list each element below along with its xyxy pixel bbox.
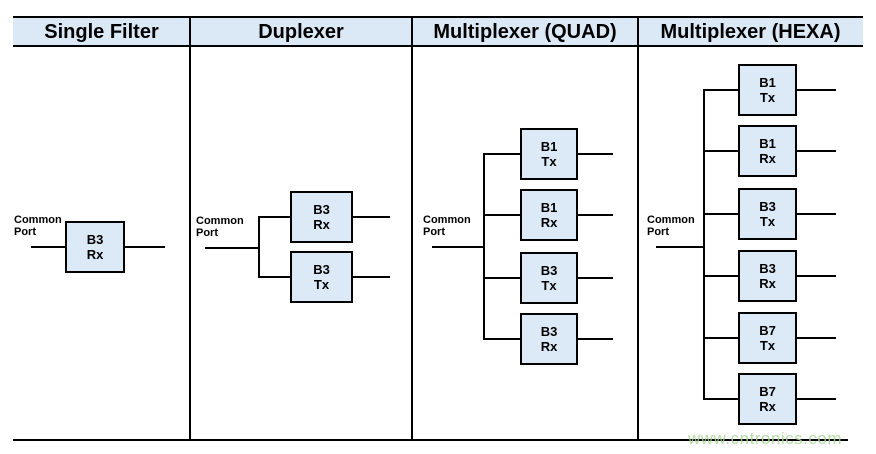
- common-port-label-line1: Common: [423, 214, 471, 226]
- common-port-label-line1: Common: [647, 214, 695, 226]
- output-port-line: [578, 153, 613, 155]
- output-port-line: [578, 277, 613, 279]
- output-port-line: [797, 398, 836, 400]
- branch-line: [485, 277, 520, 279]
- table-bottom-border: [13, 439, 848, 441]
- column-divider: [189, 16, 191, 441]
- column-divider: [637, 16, 639, 441]
- branch-line: [705, 398, 738, 400]
- branch-trunk-line: [258, 216, 260, 278]
- filter-band-label: B7: [759, 384, 776, 399]
- common-port-label-line2: Port: [14, 226, 36, 238]
- filter-path-label: Rx: [540, 339, 558, 354]
- branch-line: [485, 214, 520, 216]
- branch-line: [485, 153, 520, 155]
- filter-path-label: Tx: [541, 278, 557, 293]
- filter-path-label: Rx: [86, 247, 104, 262]
- filter-path-label: Tx: [759, 338, 776, 353]
- column-header-multiplexer-quad: Multiplexer (QUAD): [433, 21, 617, 43]
- branch-line: [705, 150, 738, 152]
- table-header-band: [13, 16, 863, 47]
- filter-band-label: B1: [759, 75, 776, 90]
- filter-band-label: B1: [540, 139, 558, 154]
- column-header-multiplexer-hexa: Multiplexer (HEXA): [660, 21, 841, 43]
- filter-band-label: B7: [759, 323, 776, 338]
- branch-line: [705, 89, 738, 91]
- filter-band-label: B3: [540, 324, 558, 339]
- common-port-label-line2: Port: [647, 226, 669, 238]
- output-port-line: [578, 338, 613, 340]
- branch-line: [260, 276, 290, 278]
- filter-band-label: B3: [759, 261, 776, 276]
- filter-path-label: Tx: [759, 90, 776, 105]
- output-port-line: [797, 89, 836, 91]
- filter-path-label: Tx: [313, 277, 330, 292]
- output-port-line: [353, 216, 390, 218]
- filter-band-label: B3: [313, 262, 330, 277]
- common-port-line: [31, 246, 65, 248]
- branch-line: [705, 337, 738, 339]
- common-port-label-line2: Port: [196, 227, 218, 239]
- filter-path-label: Rx: [759, 276, 776, 291]
- column-divider: [411, 16, 413, 441]
- output-port-line: [797, 337, 836, 339]
- filter-path-label: Rx: [759, 151, 776, 166]
- column-header-single-filter: Single Filter: [44, 21, 159, 43]
- common-port-line: [656, 246, 705, 248]
- common-port-label-line1: Common: [14, 214, 62, 226]
- branch-trunk-line: [483, 153, 485, 340]
- common-port-line: [205, 247, 260, 249]
- output-port-line: [797, 275, 836, 277]
- filter-path-label: Tx: [759, 214, 776, 229]
- column-header-duplexer: Duplexer: [258, 21, 344, 43]
- watermark: www.cntronics.com: [688, 429, 842, 448]
- filter-band-label: B1: [759, 136, 776, 151]
- filter-path-label: Rx: [759, 399, 776, 414]
- filter-band-label: B3: [540, 263, 558, 278]
- output-port-line: [353, 276, 390, 278]
- output-port-line: [797, 213, 836, 215]
- filter-path-label: Rx: [313, 217, 330, 232]
- filter-path-label: Tx: [541, 154, 557, 169]
- filter-band-label: B3: [313, 202, 330, 217]
- output-port-line: [797, 150, 836, 152]
- filter-band-label: B3: [759, 199, 776, 214]
- branch-line: [705, 213, 738, 215]
- filter-band-label: B1: [540, 200, 558, 215]
- output-port-line: [125, 246, 165, 248]
- output-port-line: [578, 214, 613, 216]
- branch-line: [260, 216, 290, 218]
- branch-trunk-line: [703, 89, 705, 400]
- filter-path-label: Rx: [540, 215, 558, 230]
- common-port-label-line1: Common: [196, 215, 244, 227]
- filter-band-label: B3: [86, 232, 104, 247]
- common-port-line: [432, 246, 485, 248]
- branch-line: [705, 275, 738, 277]
- branch-line: [485, 338, 520, 340]
- common-port-label-line2: Port: [423, 226, 445, 238]
